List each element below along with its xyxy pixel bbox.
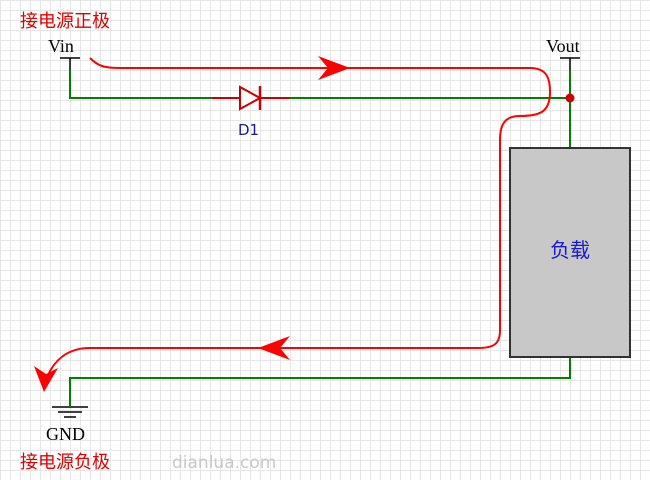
vin-terminal-symbol (60, 57, 80, 70)
vout-node-dot (565, 93, 575, 103)
vout-terminal-symbol (560, 57, 580, 70)
watermark: dianlua.com (172, 453, 276, 473)
current-arrow-left-icon (258, 336, 290, 360)
positive-terminal-label: 接电源正极 (20, 11, 110, 32)
wire-load-to-gnd (69, 357, 571, 395)
circuit-wires (69, 70, 571, 395)
current-arrow-right-icon (318, 56, 350, 80)
current-flow-path (47, 57, 552, 376)
wire-vin-to-diode (69, 70, 212, 99)
ground-icon (52, 406, 88, 418)
load-box (509, 147, 631, 358)
vin-label: Vin (48, 36, 74, 56)
gnd-label: GND (46, 424, 85, 444)
negative-terminal-label: 接电源负极 (20, 452, 110, 473)
current-arrow-down-icon (34, 366, 58, 392)
diode-d1 (212, 85, 290, 111)
diode-label: D1 (238, 121, 259, 139)
load-label: 负载 (550, 238, 590, 262)
vout-label: Vout (546, 36, 580, 56)
